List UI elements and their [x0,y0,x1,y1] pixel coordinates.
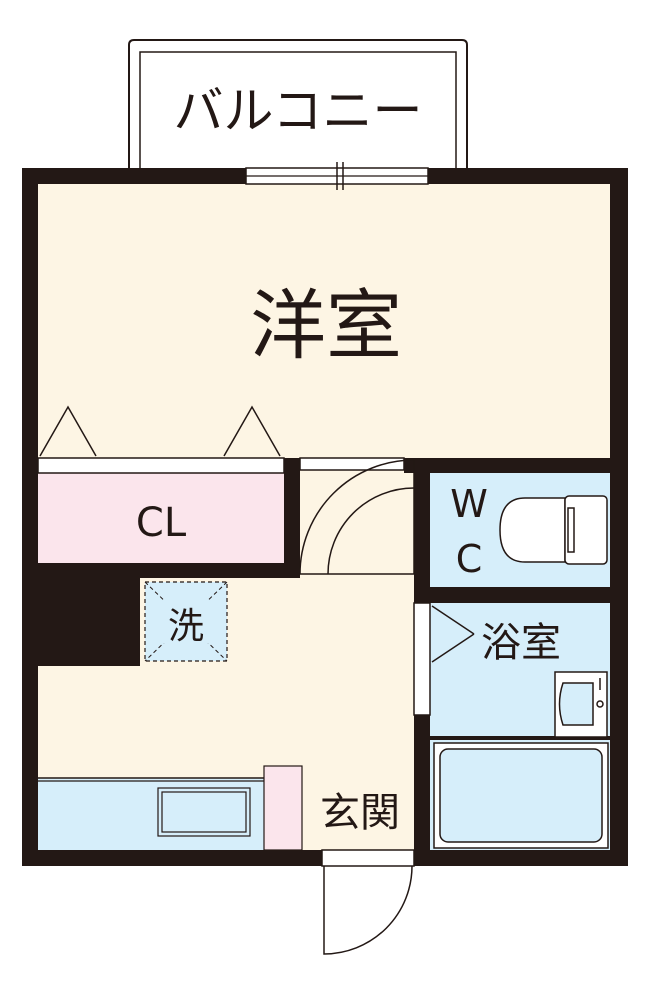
wall-wet-top [404,458,628,473]
sink-icon [554,671,608,738]
wall-under-western-room [37,457,285,474]
bathroom-door [431,605,475,663]
western-room-label: 洋室 [250,281,402,370]
bathtub-icon [433,742,609,849]
entrance-door [321,849,415,955]
toilet-label-c: C [456,537,483,581]
hall-top-wall [299,457,405,471]
kitchen-counter [38,778,264,850]
wall-closet-right [284,458,300,578]
entrance-floor [302,778,414,850]
hall-door [299,459,415,575]
wall-entrance-bottom [38,850,414,866]
kitchen-floor-lower [38,666,414,778]
closet-label: CL [136,500,187,546]
wall-toilet-bath [430,587,610,603]
closet-floor [38,473,284,563]
toilet-icon [499,495,608,565]
wall-under-closet [38,563,300,578]
closet-doors [39,405,281,457]
washer-area [144,581,228,662]
bathroom-label: 浴室 [481,620,561,666]
washer-label: 洗 [168,606,204,647]
balcony-label: バルコニー [174,82,423,140]
wall-bath-divider [430,736,610,740]
hall-floor [300,458,414,578]
toilet-label-w: W [450,482,488,526]
western-room-floor [38,184,610,458]
balcony-window [245,162,429,190]
entrance-label: 玄関 [320,790,400,836]
shoe-cabinet-outline [263,765,303,851]
wall-bath-door [413,602,431,716]
shoe-cabinet [264,766,302,850]
kitchen-sink-icon [38,777,264,837]
balcony [128,39,468,168]
